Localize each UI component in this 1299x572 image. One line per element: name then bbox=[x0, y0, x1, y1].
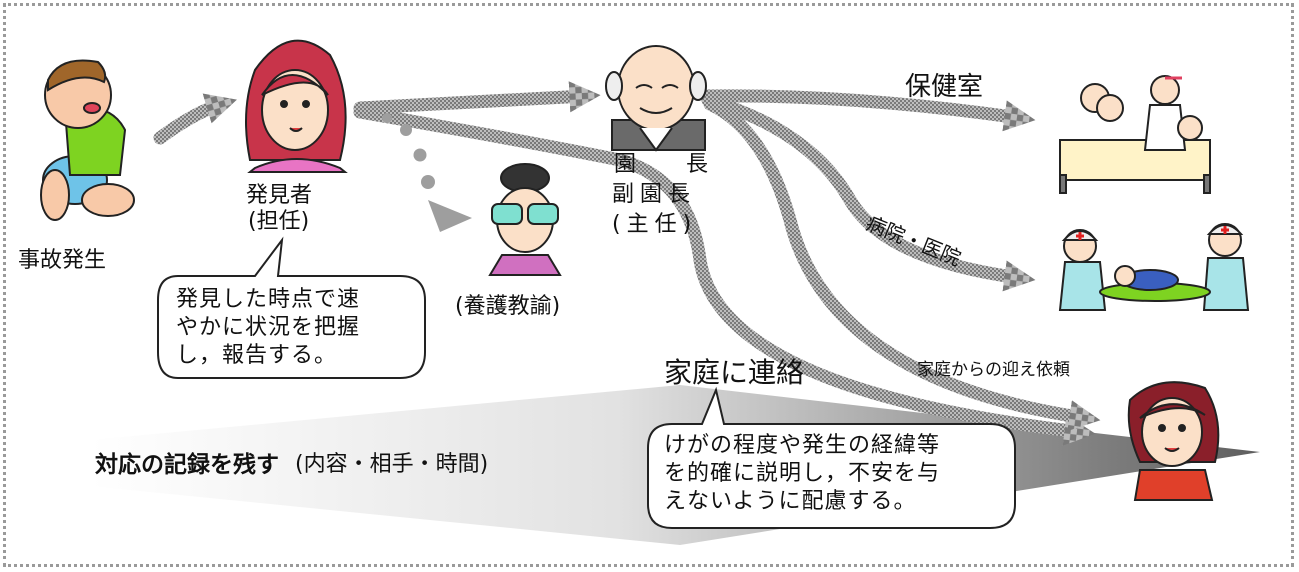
injured-child-illustration bbox=[40, 59, 135, 221]
report-bubble-text: 発見した時点で速 やかに状況を把握 し，報告する。 bbox=[176, 287, 361, 368]
dotted-path-to-nurse bbox=[382, 113, 472, 232]
health-room-illustration bbox=[1059, 75, 1211, 194]
nurse-teacher-illustration bbox=[488, 163, 562, 276]
label-discoverer-role: (担任) bbox=[248, 209, 310, 234]
discoverer-illustration bbox=[245, 39, 348, 173]
report-speech-bubble bbox=[157, 236, 426, 379]
arrow-discoverer-to-family bbox=[353, 105, 1080, 432]
label-accident: 事故発生 bbox=[18, 248, 107, 273]
arrow-director-to-healthroom bbox=[701, 89, 1020, 118]
label-record-detail: (内容・相手・時間) bbox=[295, 452, 489, 477]
hospital-transport-illustration bbox=[1058, 223, 1250, 311]
director-illustration bbox=[605, 45, 707, 152]
label-chief: (主任) bbox=[612, 212, 698, 237]
arrow-discoverer-to-director bbox=[353, 96, 585, 108]
diagram-frame bbox=[3, 3, 1294, 567]
label-family-contact: 家庭に連絡 bbox=[664, 356, 805, 389]
label-record-main: 対応の記録を残す bbox=[95, 452, 279, 478]
label-director: 園 長 bbox=[614, 152, 711, 177]
label-health-room: 保健室 bbox=[905, 72, 984, 102]
arrow-accident-to-discoverer bbox=[153, 104, 222, 145]
parent-illustration bbox=[1127, 381, 1220, 501]
label-nurse-teacher: (養護教諭) bbox=[455, 294, 561, 319]
family-bubble-text: けがの程度や発生の経緯等 を的確に説明し，不安を与 えないように配慮する。 bbox=[664, 433, 941, 514]
arrow-director-to-hospital bbox=[701, 93, 1020, 278]
arrow-director-to-family bbox=[703, 97, 1085, 418]
family-speech-bubble bbox=[647, 386, 1016, 529]
label-pickup-request: 家庭からの迎え依頼 bbox=[917, 360, 1070, 380]
label-discoverer: 発見者 bbox=[246, 183, 313, 208]
label-vice-director: 副園長 bbox=[612, 182, 697, 207]
